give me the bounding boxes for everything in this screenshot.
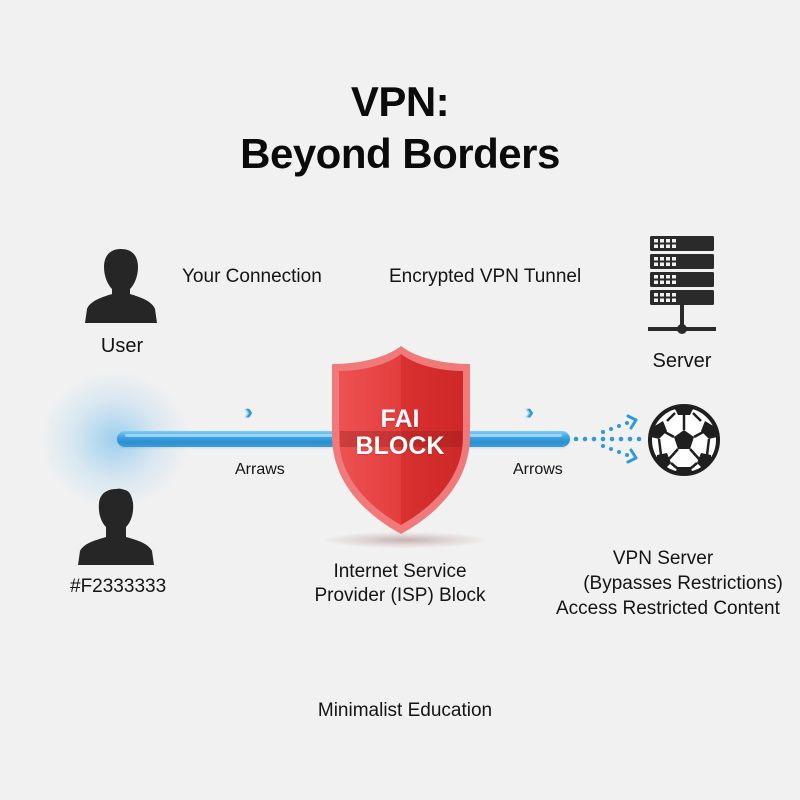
tunnel-through-shield	[340, 431, 462, 447]
user-label: User	[100, 335, 144, 357]
title-line-2: Beyond Borders	[240, 130, 560, 177]
shield-text-line-2: BLOCK	[355, 432, 445, 460]
chevron-right-icon: ›››	[524, 399, 536, 424]
footer-label: Minimalist Education	[317, 700, 493, 721]
dotted-arrows-icon	[573, 414, 642, 464]
left-arrows-label: Arraws	[235, 461, 285, 478]
tunnel-label: Encrypted VPN Tunnel	[389, 266, 582, 287]
user-silhouette-icon	[85, 249, 157, 323]
chevron-right-icon: ›››	[243, 399, 255, 424]
user-silhouette-icon	[78, 488, 154, 565]
shield-text-line-1: FAI	[380, 405, 420, 433]
right-arrows-label: Arrows	[513, 461, 563, 478]
destination-caption-line-2: (Bypasses Restrictions)	[583, 573, 783, 594]
connection-label: Your Connection	[182, 266, 322, 287]
destination-caption-line-1: VPN Server	[612, 548, 714, 569]
soccer-ball-icon	[648, 404, 720, 476]
isp-caption-line-2: Provider (ISP) Block	[314, 585, 486, 606]
title-line-1: VPN:	[350, 78, 450, 125]
second-user-label: #F2333333	[70, 576, 167, 597]
destination-caption-line-3: Access Restricted Content	[556, 598, 780, 619]
shield-shadow	[325, 532, 485, 548]
isp-caption-line-1: Internet Service	[333, 561, 467, 582]
server-rack-icon	[648, 236, 716, 334]
shield-block-icon	[332, 346, 470, 534]
server-label: Server	[652, 350, 712, 372]
